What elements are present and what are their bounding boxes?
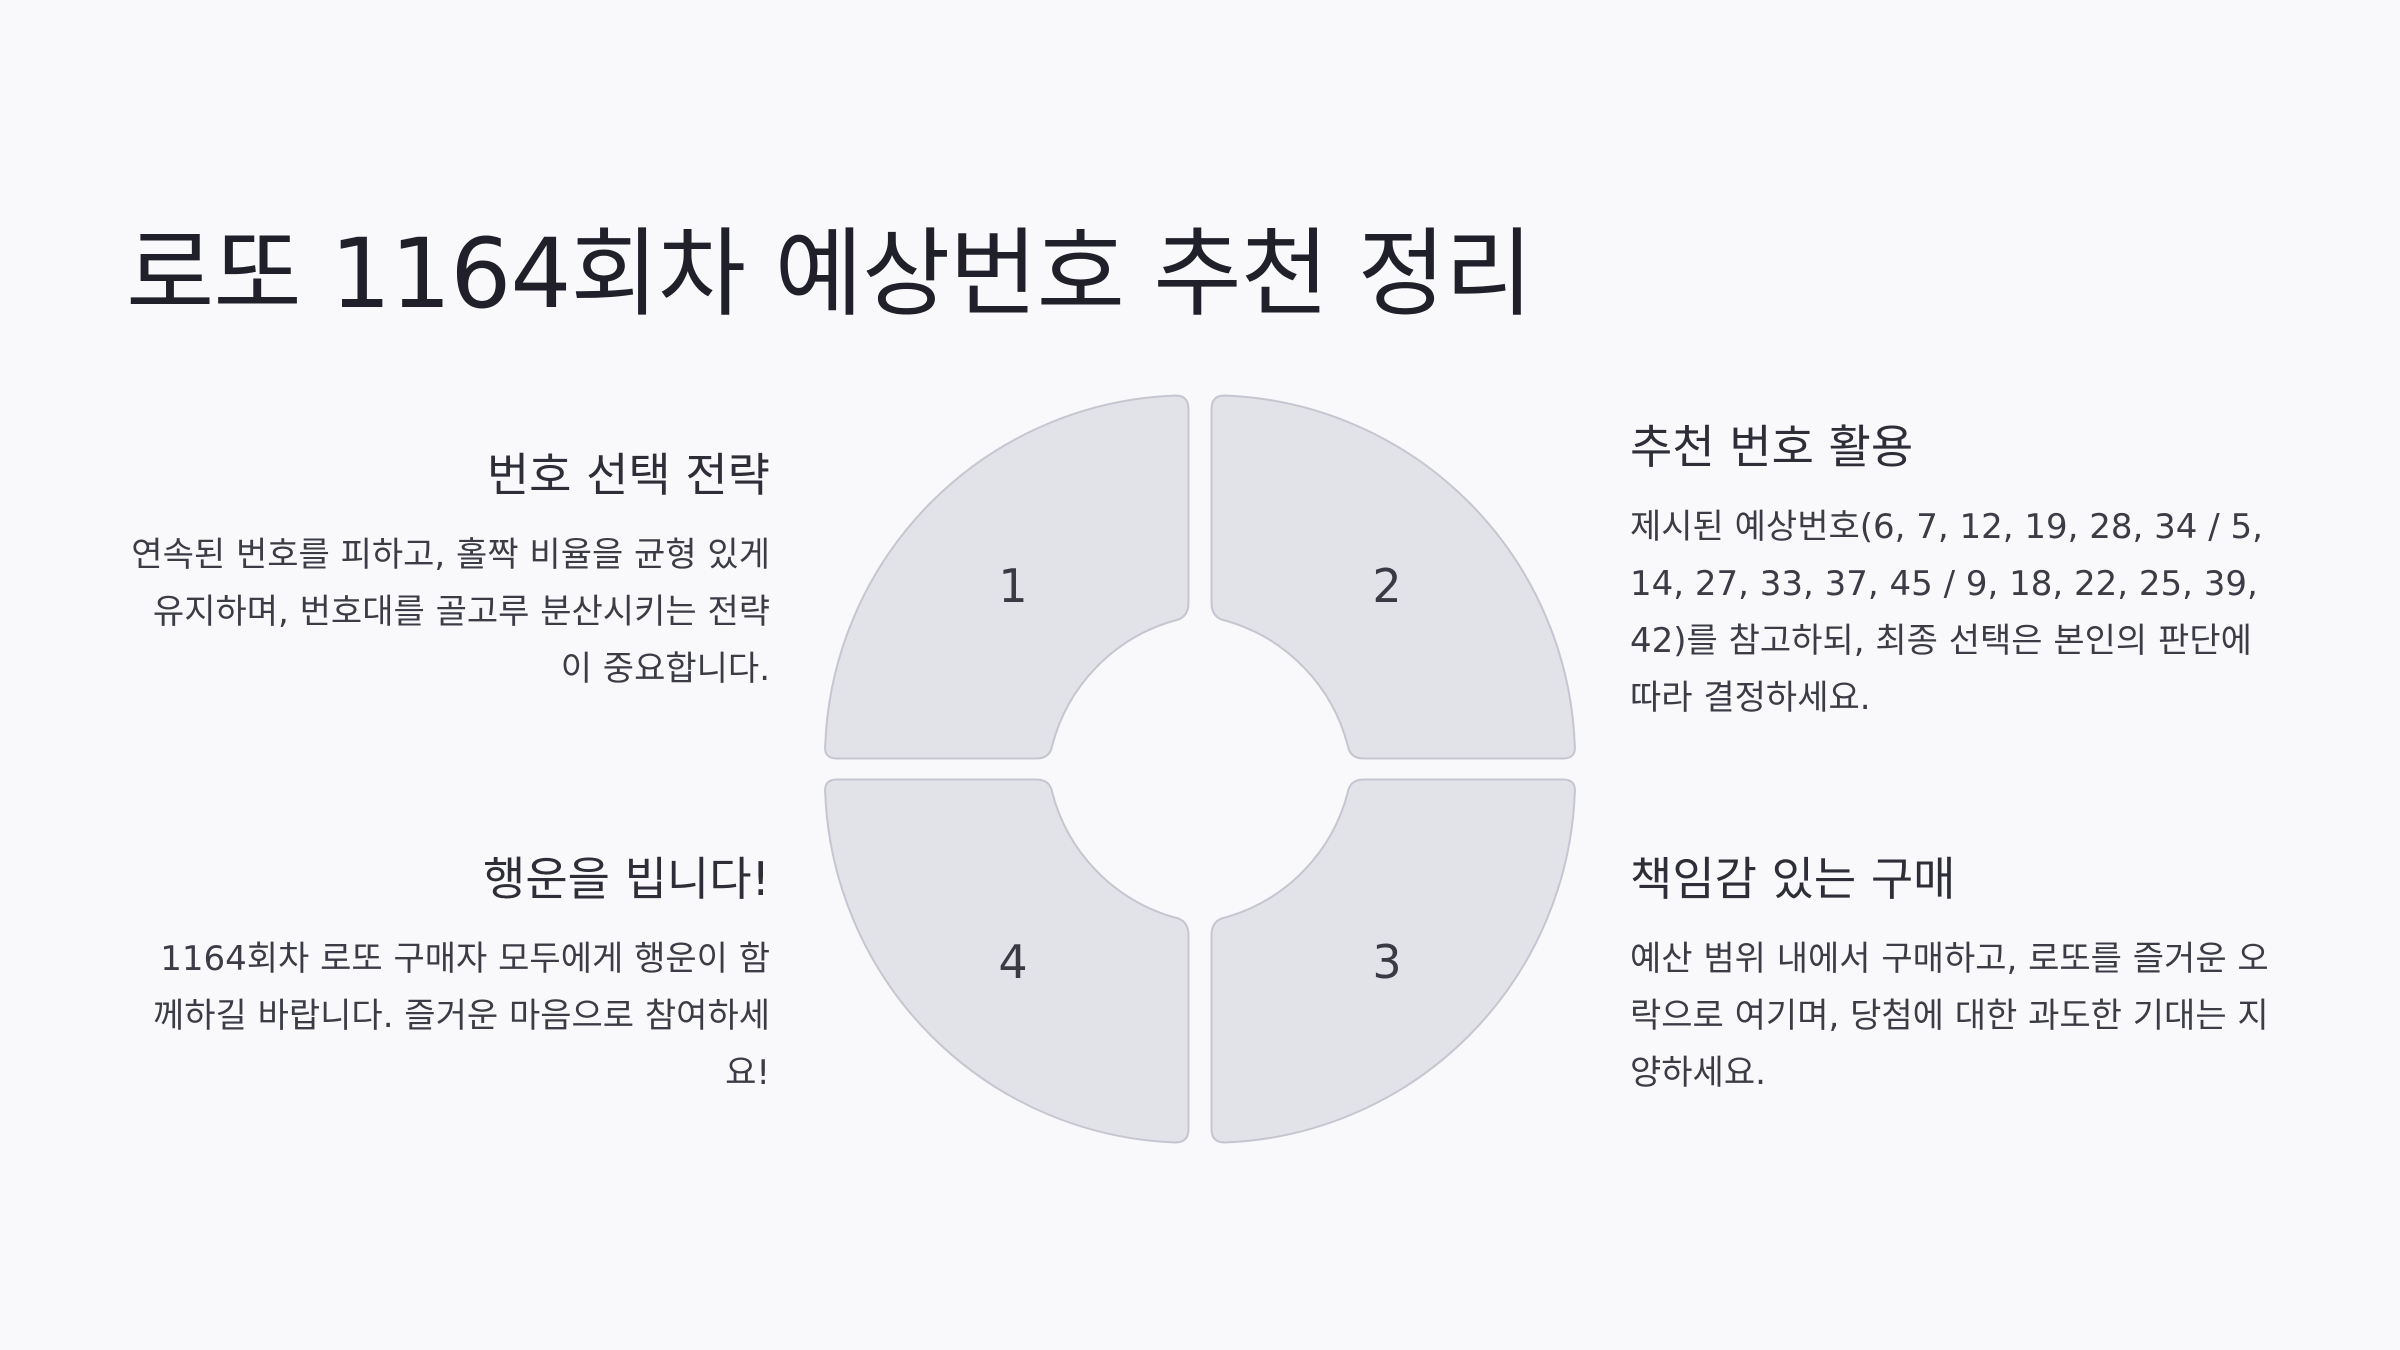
usage-block: 추천 번호 활용 제시된 예상번호(6, 7, 12, 19, 28, 34 /…: [1630, 420, 2270, 727]
usage-body: 제시된 예상번호(6, 7, 12, 19, 28, 34 / 5, 14, 2…: [1630, 507, 2263, 719]
luck-body: 1164회차 로또 구매자 모두에게 행운이 함께하길 바랍니다. 즐거운 마음…: [152, 939, 770, 1094]
segment-2: 2: [1210, 394, 1576, 760]
luck-block: 행운을 빕니다! 1164회차 로또 구매자 모두에게 행운이 함께하길 바랍니…: [130, 852, 770, 1102]
strategy-heading: 번호 선택 전략: [486, 448, 770, 502]
luck-heading: 행운을 빕니다!: [483, 852, 770, 906]
page-title: 로또 1164회차 예상번호 추천 정리: [126, 218, 1533, 330]
responsible-block: 책임감 있는 구매 예산 범위 내에서 구매하고, 로또를 즐거운 오락으로 여…: [1630, 852, 2270, 1102]
strategy-body: 연속된 번호를 피하고, 홀짝 비율을 균형 있게 유지하며, 번호대를 골고루…: [131, 535, 770, 690]
segment-3: 3: [1210, 778, 1576, 1144]
segment-3-number: 3: [1372, 935, 1401, 989]
segment-4: 4: [824, 778, 1190, 1144]
segment-2-number: 2: [1372, 559, 1401, 613]
segment-4-shape: [824, 778, 1190, 1144]
responsible-heading: 책임감 있는 구매: [1630, 852, 1956, 906]
segment-3-shape: [1210, 778, 1576, 1144]
segment-1-shape: [824, 394, 1190, 760]
segment-1-number: 1: [998, 559, 1027, 613]
segment-1: 1: [824, 394, 1190, 760]
responsible-body: 예산 범위 내에서 구매하고, 로또를 즐거운 오락으로 여기며, 당첨에 대한…: [1630, 939, 2269, 1094]
segment-2-shape: [1210, 394, 1576, 760]
segment-4-number: 4: [998, 935, 1027, 989]
usage-heading: 추천 번호 활용: [1630, 420, 1914, 474]
strategy-block: 번호 선택 전략 연속된 번호를 피하고, 홀짝 비율을 균형 있게 유지하며,…: [130, 448, 770, 698]
